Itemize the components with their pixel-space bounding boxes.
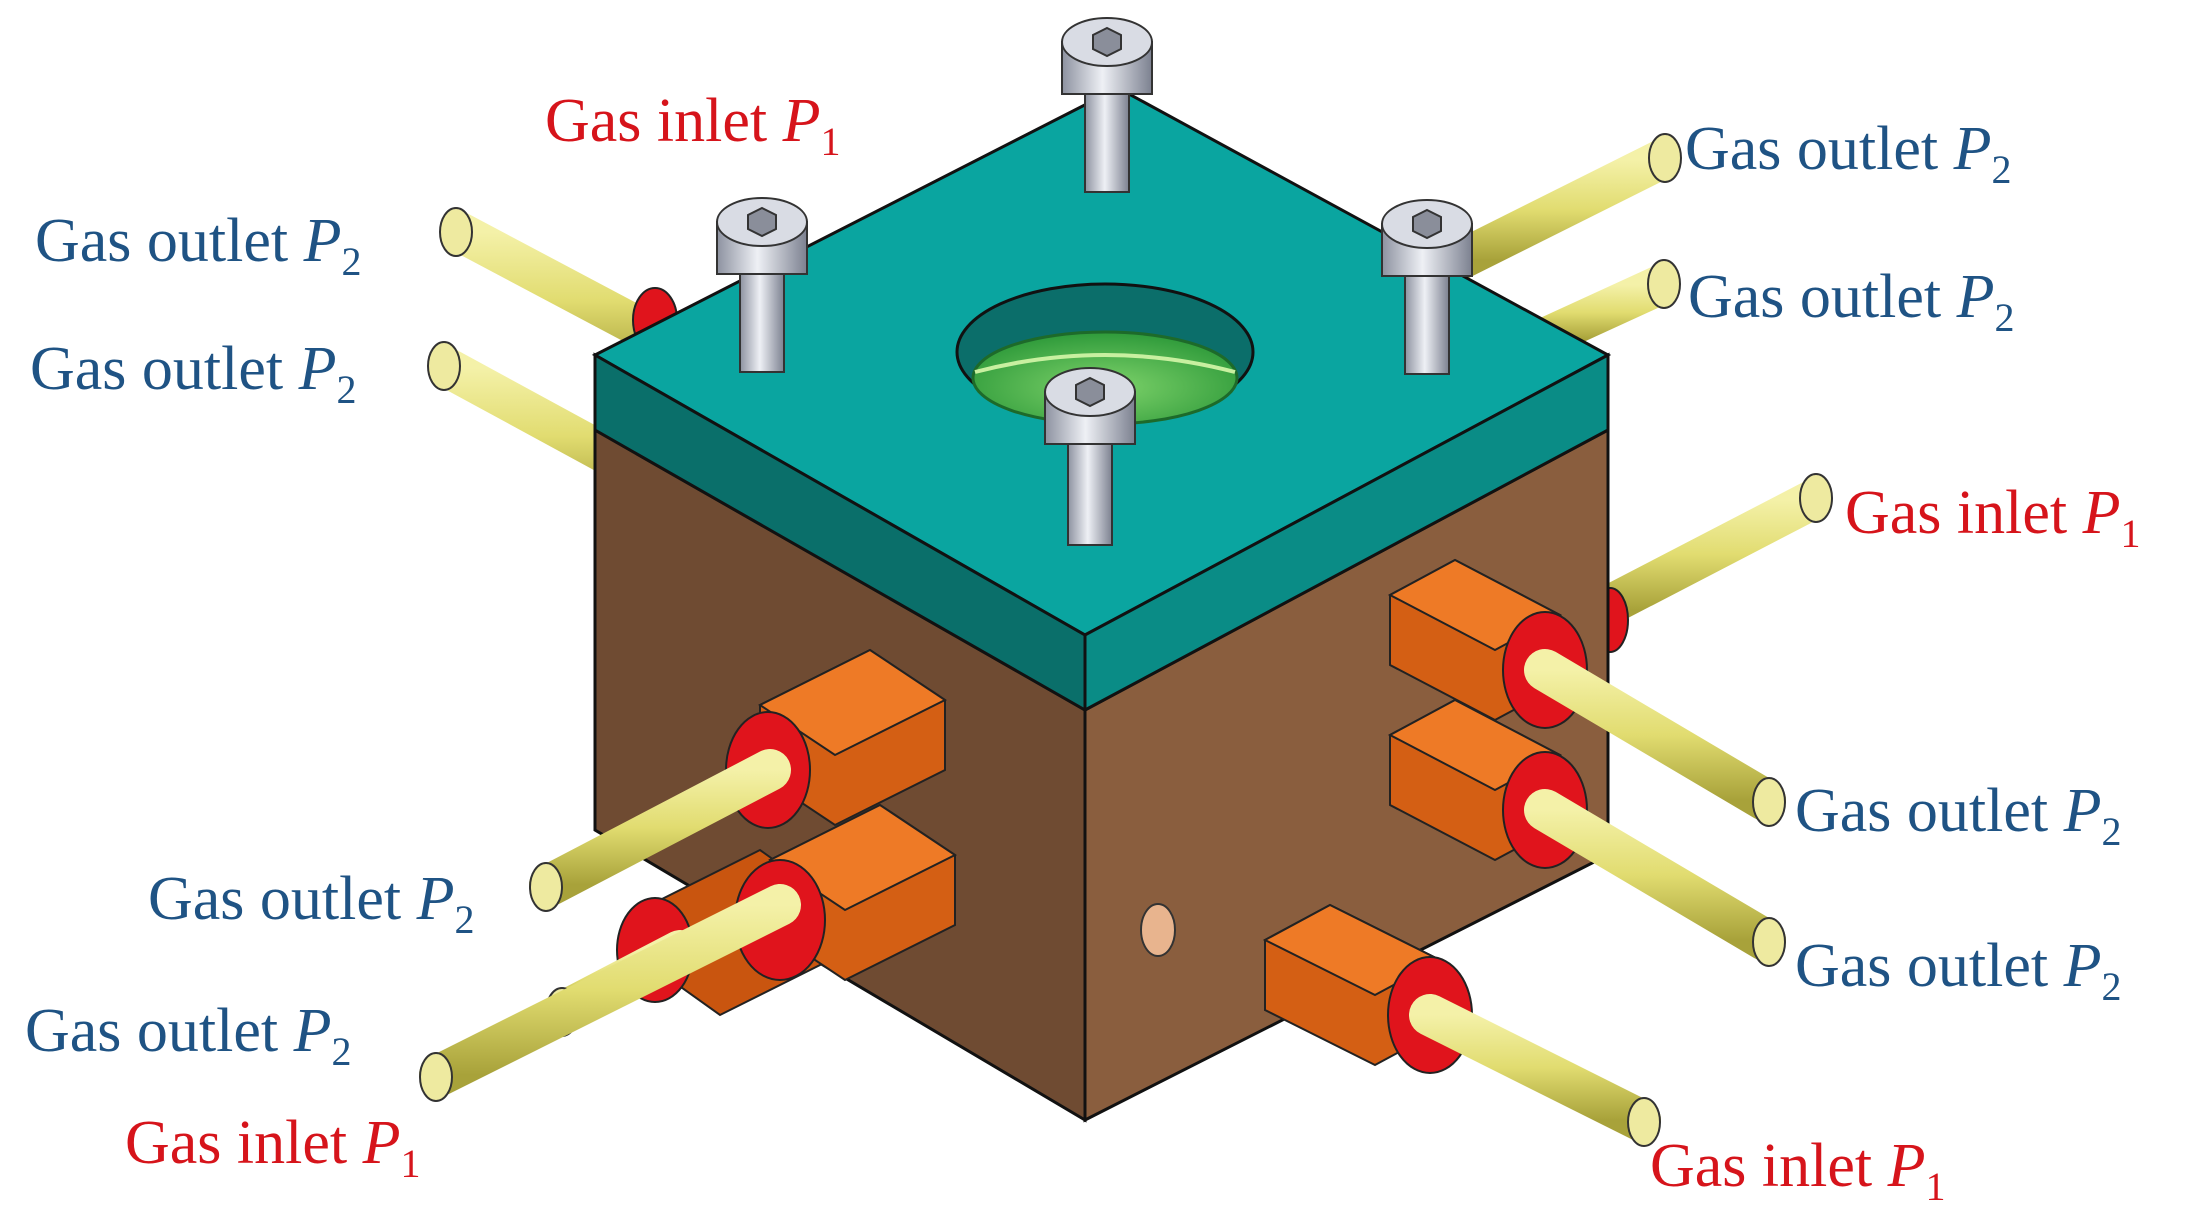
label-variable: P [782,87,821,155]
label-variable: P [293,997,332,1065]
label-subscript: 2 [1991,147,2012,192]
label-word: Gas outlet [148,865,417,933]
label-subscript: 1 [400,1141,421,1186]
label-word: Gas outlet [1685,115,1954,183]
label-word: Gas outlet [25,997,294,1065]
gas-tube-icon [529,862,563,912]
label-word: Gas outlet [1795,777,2064,845]
gas-outlet-label: Gas outlet P2 [1795,935,2122,1007]
gas-tube-icon [419,1052,453,1102]
front-left-fittings [419,648,957,1102]
gas-tube-icon [1752,917,1786,967]
hex-socket-screw-icon [1381,199,1473,375]
label-subscript: 2 [454,897,475,942]
label-variable: P [298,335,337,403]
gas-outlet-label: Gas outlet P2 [25,1000,352,1072]
gas-outlet-label: Gas outlet P2 [1795,780,2122,852]
label-word: Gas outlet [1688,263,1957,331]
gas-tube-icon [1647,259,1681,309]
gas-outlet-label: Gas outlet P2 [1685,118,2012,190]
hex-socket-screw-icon [716,197,808,373]
lid-right-face [1083,352,1610,713]
label-variable: P [1956,263,1995,331]
lid-screws [716,17,1473,546]
gas-outlet-label: Gas outlet P2 [148,868,475,940]
hex-socket-screw-icon [1061,17,1153,193]
gas-tube-icon [439,207,473,257]
gas-inlet-label: Gas inlet P1 [125,1112,421,1184]
label-variable: P [416,865,455,933]
front-right-fittings [1262,558,1786,1147]
label-variable: P [2063,932,2102,1000]
gas-tube-icon [1627,1097,1661,1147]
gas-tube-icon [1799,473,1833,523]
label-word: Gas outlet [1795,932,2064,1000]
label-variable: P [1887,1132,1926,1200]
label-subscript: 2 [2101,964,2122,1009]
label-subscript: 1 [1925,1164,1946,1209]
label-subscript: 2 [341,239,362,284]
gas-tube-icon [427,341,461,391]
label-variable: P [2082,479,2121,547]
gas-tube-icon [1648,133,1682,183]
label-subscript: 1 [2120,511,2141,556]
hex-socket-screw-icon [1044,367,1136,546]
label-variable: P [1953,115,1992,183]
label-subscript: 1 [820,119,841,164]
label-variable: P [362,1109,401,1177]
label-variable: P [303,207,342,275]
side-port-hole [1140,903,1176,957]
gas-inlet-label: Gas inlet P1 [1650,1135,1946,1207]
gas-outlet-label: Gas outlet P2 [1688,266,2015,338]
label-subscript: 2 [331,1029,352,1074]
back-right-tubes [1440,133,1833,653]
label-word: Gas outlet [30,335,299,403]
gas-inlet-label: Gas inlet P1 [545,90,841,162]
label-subscript: 2 [1994,295,2015,340]
label-word: Gas inlet [125,1109,363,1177]
label-word: Gas inlet [1650,1132,1888,1200]
gas-outlet-label: Gas outlet P2 [35,210,362,282]
label-word: Gas inlet [545,87,783,155]
label-word: Gas outlet [35,207,304,275]
gas-outlet-label: Gas outlet P2 [30,338,357,410]
label-word: Gas inlet [1845,479,2083,547]
gas-inlet-label: Gas inlet P1 [1845,482,2141,554]
label-variable: P [2063,777,2102,845]
lid-plate [591,86,1612,713]
label-subscript: 2 [336,367,357,412]
gas-tube-icon [1752,777,1786,827]
label-subscript: 2 [2101,809,2122,854]
